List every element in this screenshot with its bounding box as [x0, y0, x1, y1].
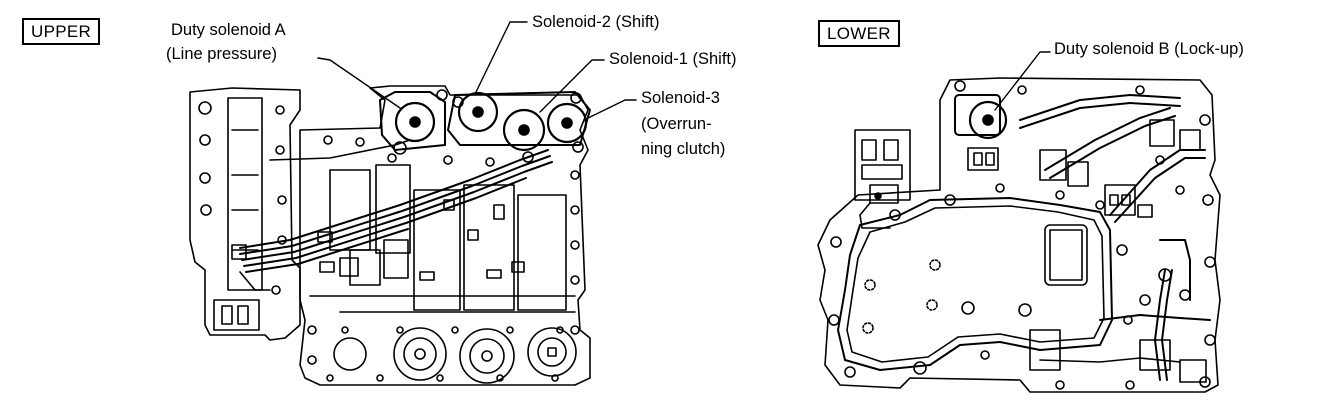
duty-solenoid-a-sub-label: (Line pressure) — [166, 45, 277, 63]
lower-tag: LOWER — [818, 20, 900, 47]
upper-tag: UPPER — [22, 18, 101, 45]
solenoid-3-label: Solenoid-3 — [641, 89, 720, 107]
solenoid-2-label: Solenoid-2 (Shift) — [532, 13, 660, 31]
duty-solenoid-b-label: Duty solenoid B (Lock-up) — [1054, 40, 1244, 58]
solenoid-1-label: Solenoid-1 (Shift) — [609, 50, 737, 68]
duty-solenoid-a-label: Duty solenoid A — [171, 21, 286, 39]
lower-valve-body — [817, 51, 1221, 393]
solenoid-3-sub-label-2: ning clutch) — [641, 140, 726, 158]
solenoid-3-sub-label-1: (Overrun- — [641, 115, 712, 133]
upper-valve-body — [189, 21, 637, 386]
